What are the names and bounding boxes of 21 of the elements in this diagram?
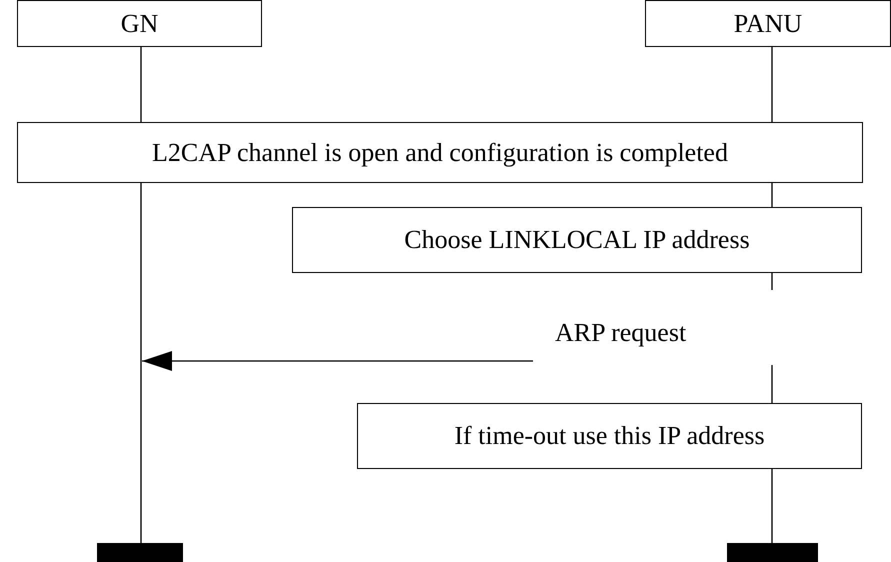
box-text: If time-out use this IP address xyxy=(454,421,765,451)
lifeline xyxy=(771,183,773,207)
participant-box xyxy=(17,0,262,47)
lifeline xyxy=(140,183,142,543)
lifeline xyxy=(771,273,773,290)
lifeline xyxy=(140,47,142,122)
process-box xyxy=(17,122,863,183)
message-arrow xyxy=(142,351,533,371)
lifeline xyxy=(771,47,773,122)
message-label: ARP request xyxy=(554,318,686,349)
box-text: L2CAP channel is open and configuration is completed xyxy=(152,138,728,168)
box-text: GN xyxy=(120,8,158,38)
process-box xyxy=(292,207,862,273)
lifeline-end-bar xyxy=(97,543,183,562)
process-box xyxy=(357,403,862,469)
lifeline xyxy=(771,365,773,403)
box-text: Choose LINKLOCAL IP address xyxy=(404,225,750,255)
lifeline-end-bar xyxy=(727,543,818,562)
box-text: PANU xyxy=(734,8,802,38)
lifeline xyxy=(771,469,773,543)
participant-box xyxy=(645,0,891,47)
